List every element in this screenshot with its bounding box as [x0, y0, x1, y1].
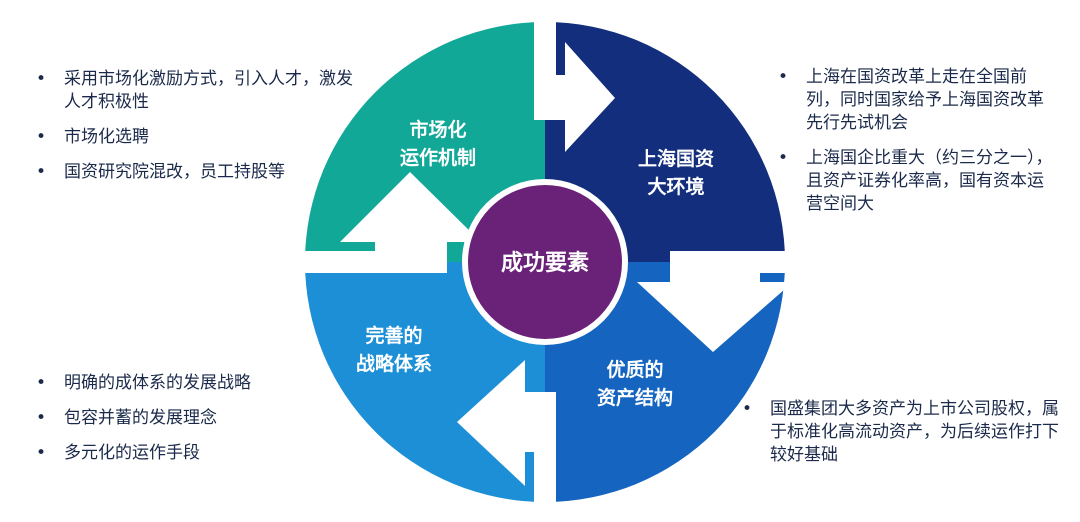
- note-item: 明确的成体系的发展战略: [36, 372, 336, 395]
- center-label: 成功要素: [501, 250, 589, 276]
- center-circle: [462, 179, 628, 345]
- arrow-left: [303, 172, 481, 273]
- note-item: 包容并蓄的发展理念: [36, 407, 336, 430]
- note-item: 上海在国资改革上走在全国前列，同时国家给予上海国资改革先行先试机会: [778, 66, 1058, 135]
- quadrant-top-left: [305, 22, 545, 262]
- note-item: 市场化选聘: [36, 126, 366, 149]
- quadrant-label-bottom-left-line1: 完善的: [365, 324, 422, 347]
- notes-bottom-left: 明确的成体系的发展战略 包容并蓄的发展理念 多元化的运作手段: [36, 372, 336, 477]
- quadrant-label-bottom-right-line2: 资产结构: [597, 386, 673, 409]
- quadrant-top-right: [545, 22, 785, 262]
- quadrant-label-top-left-line2: 运作机制: [400, 146, 476, 169]
- quadrant-label-top-left-line1: 市场化: [409, 118, 466, 141]
- quadrant-label-bottom-left-line2: 战略体系: [356, 352, 432, 375]
- note-item: 国资研究院混改，员工持股等: [36, 161, 366, 184]
- note-item: 多元化的运作手段: [36, 442, 336, 465]
- note-item: 采用市场化激励方式，引入人才，激发人才积极性: [36, 68, 366, 114]
- notes-top-right: 上海在国资改革上走在全国前列，同时国家给予上海国资改革先行先试机会 上海国企比重…: [778, 66, 1058, 228]
- arrow-right: [637, 251, 793, 352]
- quadrant-label-top-right-line2: 大环境: [647, 175, 704, 198]
- arrow-top: [534, 20, 615, 152]
- cycle-arrows: [303, 20, 793, 504]
- quadrant-label-bottom-right-line1: 优质的: [606, 358, 663, 381]
- quadrant-label-top-right-line1: 上海国资: [638, 147, 714, 170]
- note-item: 国盛集团大多资产为上市公司股权，属于标准化高流动资产，为后续运作打下较好基础: [742, 398, 1062, 467]
- note-item: 上海国企比重大（约三分之一），且资产证券化率高，国有资本运营空间大: [778, 147, 1058, 216]
- notes-top-left: 采用市场化激励方式，引入人才，激发人才积极性 市场化选聘 国资研究院混改，员工持…: [36, 68, 366, 196]
- arrow-bottom: [457, 360, 556, 504]
- notes-bottom-right: 国盛集团大多资产为上市公司股权，属于标准化高流动资产，为后续运作打下较好基础: [742, 398, 1062, 479]
